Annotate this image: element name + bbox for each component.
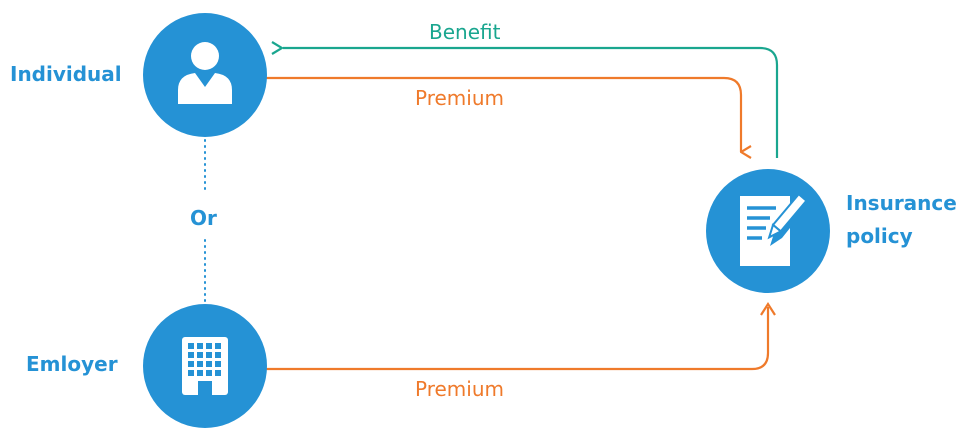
premium-arrow-employer-head <box>760 301 776 316</box>
employer-label: Emloyer <box>26 352 118 376</box>
individual-node <box>143 13 267 137</box>
office-building-icon <box>182 337 228 395</box>
or-label: Or <box>190 206 217 230</box>
benefit-label: Benefit <box>429 20 501 44</box>
document-pen-icon <box>740 192 808 266</box>
person-icon <box>178 42 232 104</box>
insurance-policy-node <box>706 169 830 293</box>
benefit-arrow <box>283 48 779 158</box>
insurance-policy-label-line1: Insurance <box>846 191 957 215</box>
premium-arrow-individual <box>262 76 741 152</box>
employer-node <box>143 304 267 428</box>
premium-arrow-employer <box>262 307 770 371</box>
premium-label-individual: Premium <box>415 86 504 110</box>
premium-label-employer: Premium <box>415 377 504 401</box>
insurance-policy-label-line2: policy <box>846 224 913 248</box>
individual-label: Individual <box>10 62 122 86</box>
